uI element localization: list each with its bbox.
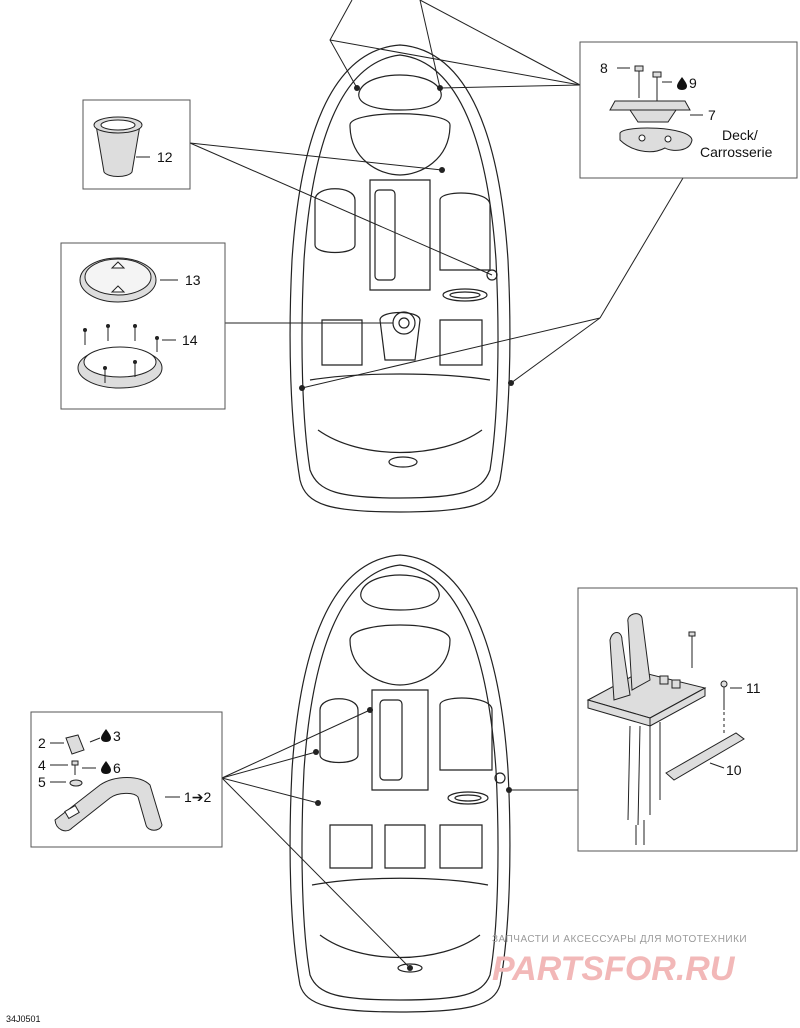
- callout-box-cleat: 8 9 7 Deck/ Carrosserie: [579, 41, 798, 179]
- callout-box-hatch: 13 14: [60, 242, 226, 410]
- callout-5: 5: [38, 774, 46, 790]
- callout-13: 13: [185, 272, 201, 288]
- callout-box-grab-handle: 2 3 4 6 5 1➔2: [30, 711, 223, 848]
- callout-7: 7: [708, 107, 716, 123]
- watermark-logo: PARTSFOR.RU: [492, 950, 736, 988]
- watermark: ЗАПЧАСТИ И АКСЕССУАРЫ ДЛЯ МОТОТЕХНИКИ PA…: [492, 934, 747, 988]
- callout-11: 11: [746, 680, 761, 696]
- callout-6: 6: [113, 760, 121, 776]
- deck-label-line1: Deck/: [722, 127, 758, 143]
- callout-3: 3: [113, 728, 121, 744]
- boat-top-view-lower: [289, 554, 512, 1013]
- callout-8: 8: [600, 60, 608, 76]
- boat-top-view-upper: [289, 44, 514, 513]
- callout-1: 1➔2: [184, 789, 212, 805]
- callout-box-cup-holder: 12: [82, 99, 191, 190]
- loctite-drop-icon: [101, 729, 111, 742]
- leader-lines: [189, 0, 684, 969]
- callout-12: 12: [157, 149, 173, 165]
- loctite-drop-icon: [677, 77, 687, 90]
- callout-9: 9: [689, 75, 697, 91]
- loctite-drop-icon: [101, 761, 111, 774]
- callout-4: 4: [38, 757, 46, 773]
- callout-box-throttle: 11 10: [577, 587, 798, 852]
- callout-2: 2: [38, 735, 46, 751]
- callout-14: 14: [182, 332, 198, 348]
- watermark-caption: ЗАПЧАСТИ И АКСЕССУАРЫ ДЛЯ МОТОТЕХНИКИ: [492, 934, 747, 945]
- drawing-code: 34J0501: [6, 1014, 41, 1024]
- deck-label-line2: Carrosserie: [700, 144, 773, 160]
- callout-10: 10: [726, 762, 742, 778]
